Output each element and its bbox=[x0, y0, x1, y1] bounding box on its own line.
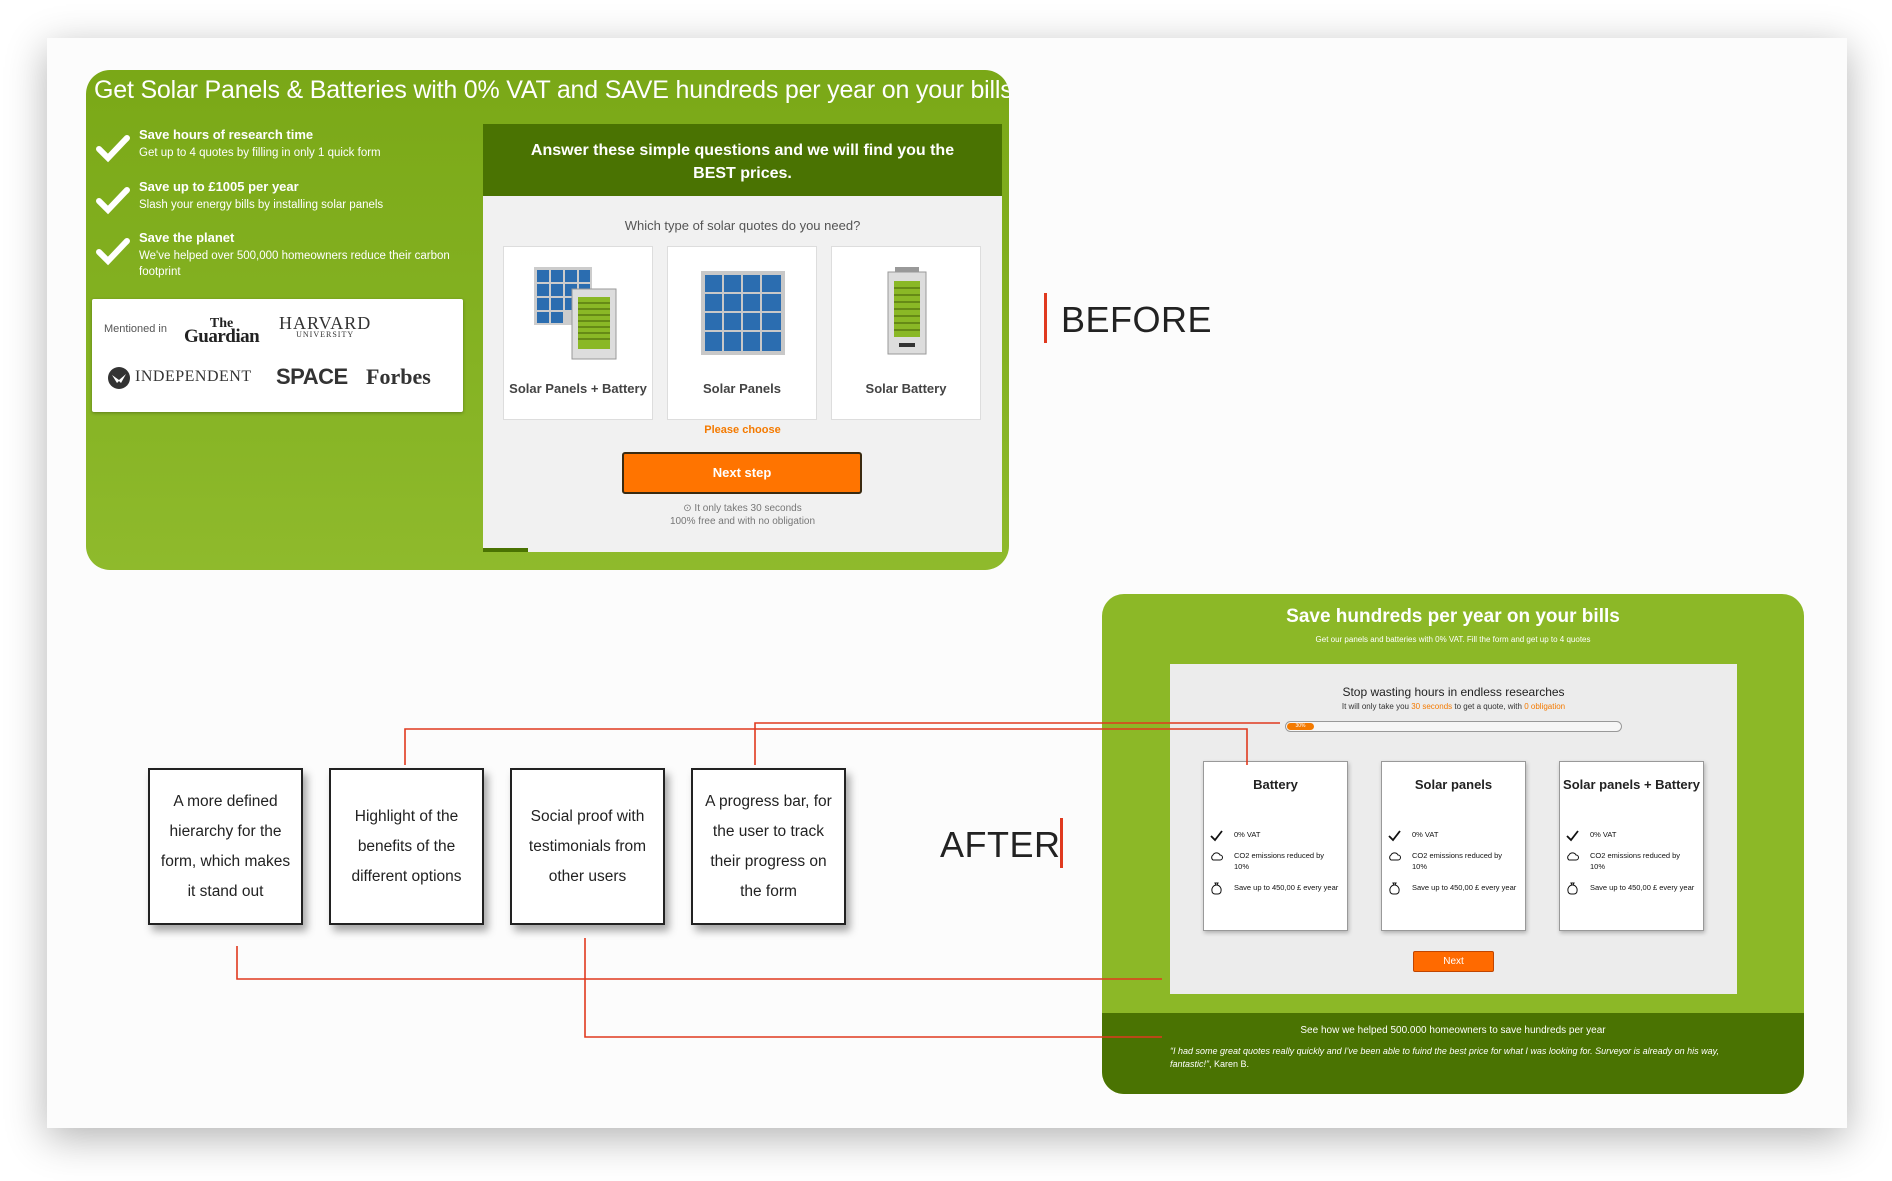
benefit-text: We've helped over 500,000 homeowners red… bbox=[139, 250, 450, 278]
cloud-icon bbox=[1567, 852, 1579, 861]
mentioned-in-label: Mentioned in bbox=[104, 323, 167, 335]
benefit-title: Save the planet bbox=[139, 230, 235, 245]
cloud-icon bbox=[1211, 852, 1223, 861]
check-icon bbox=[96, 238, 130, 266]
money-bag-icon bbox=[1211, 882, 1222, 895]
cloud-icon bbox=[1389, 852, 1401, 861]
before-form-header: Answer these simple questions and we wil… bbox=[483, 124, 1002, 196]
note-progress-bar: A progress bar, for the user to track th… bbox=[691, 768, 846, 925]
testimonial-quote: “I had some great quotes really quickly … bbox=[1170, 1046, 1720, 1069]
check-icon bbox=[96, 187, 130, 215]
option-title: Battery bbox=[1253, 777, 1298, 792]
check-icon bbox=[96, 135, 130, 163]
connector-social-proof bbox=[584, 938, 1162, 1038]
benefit-item: Save hours of research time Get up to 4 … bbox=[94, 127, 474, 177]
note-social-proof: Social proof with testimonials from othe… bbox=[510, 768, 665, 925]
before-landing-page: Get Solar Panels & Batteries with 0% VAT… bbox=[86, 70, 1009, 570]
option-title: Solar panels bbox=[1414, 777, 1493, 792]
eagle-icon bbox=[108, 367, 130, 389]
check-icon bbox=[1210, 830, 1223, 842]
connector-progress bbox=[754, 722, 1280, 765]
after-form-subtitle: It will only take you 30 seconds to get … bbox=[1341, 702, 1566, 711]
after-form-title: Stop wasting hours in endless researches bbox=[1342, 685, 1565, 699]
option-card-panels[interactable]: Solar Panels bbox=[667, 246, 817, 420]
connector-hierarchy bbox=[236, 946, 1162, 980]
next-step-button[interactable]: Next step bbox=[622, 452, 862, 494]
option-label: Solar Panels + Battery bbox=[509, 381, 647, 396]
harvard-logo: HARVARD UNIVERSITY bbox=[279, 313, 372, 339]
check-icon bbox=[1566, 830, 1579, 842]
after-headline: Save hundreds per year on your bills bbox=[1286, 606, 1620, 627]
before-label: BEFORE bbox=[1061, 299, 1213, 340]
solar-panel-icon bbox=[701, 271, 785, 355]
benefit-text: Get up to 4 quotes by filling in only 1 … bbox=[139, 147, 381, 159]
option-label: Solar Battery bbox=[865, 381, 947, 396]
after-marker bbox=[1060, 818, 1063, 868]
next-button[interactable]: Next bbox=[1413, 951, 1494, 972]
option-card-solar-panels[interactable]: Solar panels 0% VAT CO2 emissions reduce… bbox=[1381, 761, 1526, 931]
before-marker bbox=[1044, 293, 1047, 343]
before-progress-line bbox=[483, 548, 528, 552]
after-label: AFTER bbox=[940, 824, 1061, 865]
option-card-battery[interactable]: Solar Battery bbox=[831, 246, 981, 420]
progress-bar: 30% bbox=[1285, 721, 1622, 732]
connector-benefits bbox=[404, 728, 1248, 765]
after-form: Stop wasting hours in endless researches… bbox=[1170, 664, 1737, 994]
benefit-title: Save hours of research time bbox=[139, 127, 314, 142]
option-card-panels-battery[interactable]: Solar Panels + Battery bbox=[503, 246, 653, 420]
benefit-item: Save up to £1005 per year Slash your ene… bbox=[94, 179, 474, 229]
benefit-title: Save up to £1005 per year bbox=[139, 179, 299, 194]
forbes-logo: Forbes bbox=[366, 364, 431, 389]
option-title: Solar panels + Battery bbox=[1563, 777, 1700, 792]
benefit-item: Save the planet We've helped over 500,00… bbox=[94, 230, 474, 280]
form-fine-print: ⊙ It only takes 30 seconds 100% free and… bbox=[669, 503, 816, 527]
testimonial-heading: See how we helped 500.000 homeowners to … bbox=[1300, 1025, 1606, 1036]
check-icon bbox=[1388, 830, 1401, 842]
after-landing-page: Save hundreds per year on your bills Get… bbox=[1102, 594, 1804, 1094]
guardian-logo: The Guardian bbox=[184, 316, 260, 347]
note-hierarchy: A more defined hierarchy for the form, w… bbox=[148, 768, 303, 925]
before-headline: Get Solar Panels & Batteries with 0% VAT… bbox=[94, 76, 1009, 104]
space-logo: SPACE bbox=[276, 364, 348, 389]
option-card-battery[interactable]: Battery 0% VAT CO2 emissions reduced by … bbox=[1203, 761, 1348, 931]
testimonial-footer: See how we helped 500.000 homeowners to … bbox=[1102, 1013, 1804, 1094]
benefit-text: Slash your energy bills by installing so… bbox=[139, 199, 384, 211]
note-benefits: Highlight of the benefits of the differe… bbox=[329, 768, 484, 925]
battery-icon bbox=[887, 267, 927, 355]
solar-panel-battery-icon bbox=[534, 267, 617, 360]
press-mentions-box: Mentioned in The Guardian HARVARD UNIVER… bbox=[92, 299, 463, 412]
progress-fill: 30% bbox=[1287, 723, 1314, 730]
before-form: Answer these simple questions and we wil… bbox=[483, 124, 1002, 552]
option-label: Solar Panels bbox=[702, 381, 782, 396]
please-choose-hint: Please choose bbox=[704, 424, 781, 436]
option-card-panels-battery[interactable]: Solar panels + Battery 0% VAT CO2 emissi… bbox=[1559, 761, 1704, 931]
money-bag-icon bbox=[1567, 882, 1578, 895]
form-question: Which type of solar quotes do you need? bbox=[624, 218, 861, 233]
after-subheadline: Get our panels and batteries with 0% VAT… bbox=[1315, 635, 1591, 644]
money-bag-icon bbox=[1389, 882, 1400, 895]
independent-logo: INDEPENDENT bbox=[135, 368, 252, 385]
